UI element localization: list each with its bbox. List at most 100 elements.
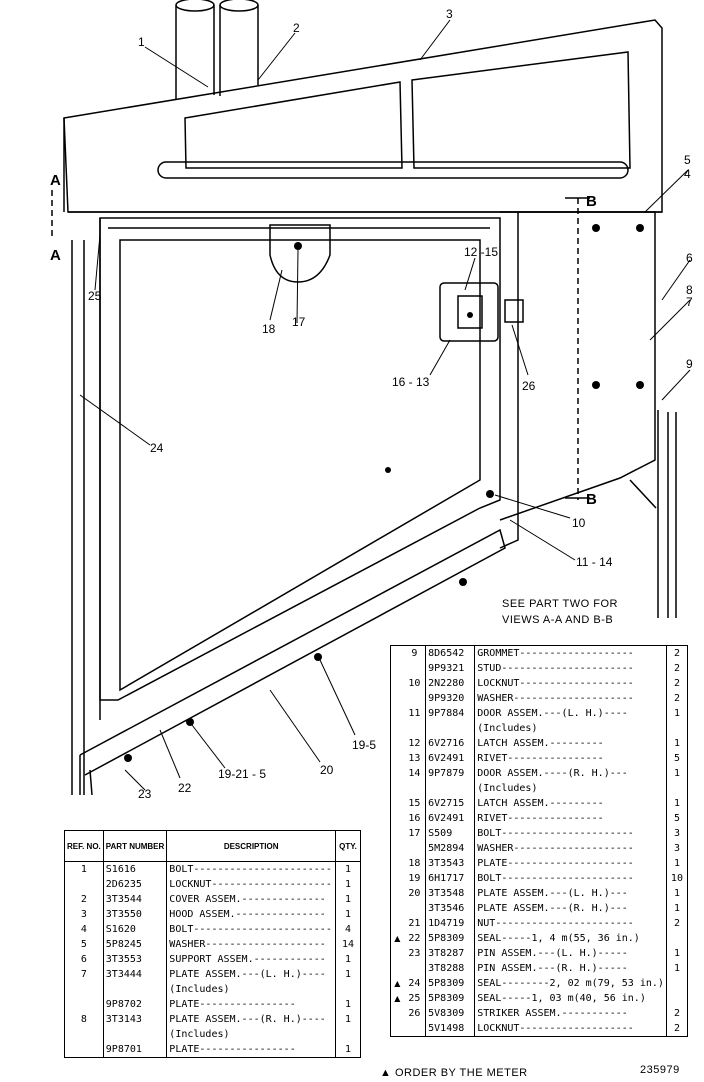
description-cell: (Includes) — [474, 721, 667, 736]
ref-no-cell: 19 — [403, 871, 427, 886]
part-number-cell: 3T3553 — [103, 952, 168, 967]
meter-mark — [391, 646, 404, 662]
qty-cell: 2 — [673, 918, 680, 929]
meter-mark — [391, 871, 404, 886]
description-cell: PLATE--------------------- — [474, 856, 667, 871]
drawing-code: 235979 — [640, 1064, 680, 1076]
meter-mark — [391, 721, 404, 736]
qty-cell: 1 — [344, 1044, 352, 1055]
qty-cell: 2 — [673, 678, 680, 689]
description-cell: RIVET---------------- — [474, 811, 667, 826]
ref-no-cell — [64, 877, 104, 892]
part-number-cell — [425, 781, 476, 796]
table-header-row: REF. NO. PART NUMBER DESCRIPTION QTY. — [64, 830, 361, 862]
meter-mark — [391, 901, 404, 916]
callout-6: 6 — [686, 251, 693, 265]
description-cell: (Includes) — [474, 781, 667, 796]
callout-26: 26 — [522, 379, 536, 393]
ref-no-cell — [64, 1042, 104, 1058]
ref-no-cell: 8 — [64, 1012, 104, 1027]
description-cell: LATCH ASSEM.--------- — [474, 736, 667, 751]
meter-mark — [391, 766, 404, 781]
part-number-cell — [103, 1027, 168, 1042]
part-number-cell: 9P7884 — [425, 706, 476, 721]
part-number-cell: 3T3143 — [103, 1012, 168, 1027]
callout-23: 23 — [138, 787, 152, 801]
qty-cell: 1 — [344, 909, 352, 920]
ref-no-cell — [403, 1021, 427, 1037]
qty-cell: 4 — [344, 924, 352, 935]
qty-cell: 1 — [673, 948, 680, 959]
part-number-cell: 8D6542 — [425, 645, 476, 661]
qty-cell: 5 — [673, 753, 680, 764]
callout-18: 18 — [262, 322, 276, 336]
qty-cell: 1 — [673, 738, 680, 749]
meter-mark — [391, 1021, 404, 1037]
see-part-two-note-line1: SEE PART TWO FOR — [502, 598, 618, 610]
ref-no-cell: 1 — [64, 861, 104, 877]
qty-cell — [666, 931, 687, 946]
meter-mark — [391, 961, 404, 976]
part-number-cell: 5P8309 — [425, 976, 476, 991]
ref-no-cell — [403, 901, 427, 916]
meter-mark — [391, 676, 404, 691]
part-number-cell: 3T3548 — [425, 886, 476, 901]
qty-cell: 1 — [673, 903, 680, 914]
callout-25: 25 — [88, 289, 102, 303]
callout-3: 3 — [446, 7, 453, 21]
meter-mark — [391, 916, 404, 931]
description-cell: PLATE ASSEM.---(R. H.)---- — [166, 1012, 336, 1027]
header-ref-no: REF. NO. — [64, 830, 104, 862]
description-cell: DOOR ASSEM.----(R. H.)--- — [474, 766, 667, 781]
qty-cell: 1 — [673, 858, 680, 869]
qty-cell — [666, 781, 687, 796]
description-cell: PLATE---------------- — [166, 997, 336, 1012]
callout-9: 9 — [686, 357, 693, 371]
callout-2: 2 — [293, 21, 300, 35]
section-mark-b-bottom: B — [586, 491, 597, 508]
description-cell: GROMMET------------------- — [474, 645, 667, 661]
part-number-cell: 3T8287 — [425, 946, 476, 961]
qty-cell: 1 — [344, 1014, 352, 1025]
ref-no-cell: 13 — [403, 751, 427, 766]
qty-cell: 1 — [673, 963, 680, 974]
order-by-meter-legend: ▲ ORDER BY THE METER — [380, 1067, 528, 1079]
qty-cell: 2 — [673, 648, 680, 659]
ref-no-cell — [403, 661, 427, 676]
qty-cell — [336, 1027, 361, 1042]
ref-no-cell: 21 — [403, 916, 427, 931]
description-cell: (Includes) — [166, 982, 336, 997]
qty-cell: 1 — [673, 798, 680, 809]
header-description: DESCRIPTION — [166, 830, 336, 862]
part-number-cell: 9P9321 — [425, 661, 476, 676]
description-cell: (Includes) — [166, 1027, 336, 1042]
part-number-cell: 2N2280 — [425, 676, 476, 691]
description-cell: SEAL--------2, 02 m(79, 53 in.) — [474, 976, 667, 991]
meter-mark — [391, 841, 404, 856]
description-cell: PLATE ASSEM.---(L. H.)---- — [166, 967, 336, 982]
callout-11-14: 11 - 14 — [576, 555, 613, 569]
description-cell: LOCKNUT-------------------- — [166, 877, 336, 892]
ref-no-cell — [403, 961, 427, 976]
qty-cell — [336, 982, 361, 997]
ref-no-cell: 4 — [64, 922, 104, 937]
qty-cell: 1 — [344, 969, 352, 980]
meter-mark — [391, 946, 404, 961]
qty-cell — [666, 976, 687, 991]
qty-cell: 14 — [341, 939, 355, 950]
meter-mark — [391, 691, 404, 706]
meter-mark — [391, 856, 404, 871]
